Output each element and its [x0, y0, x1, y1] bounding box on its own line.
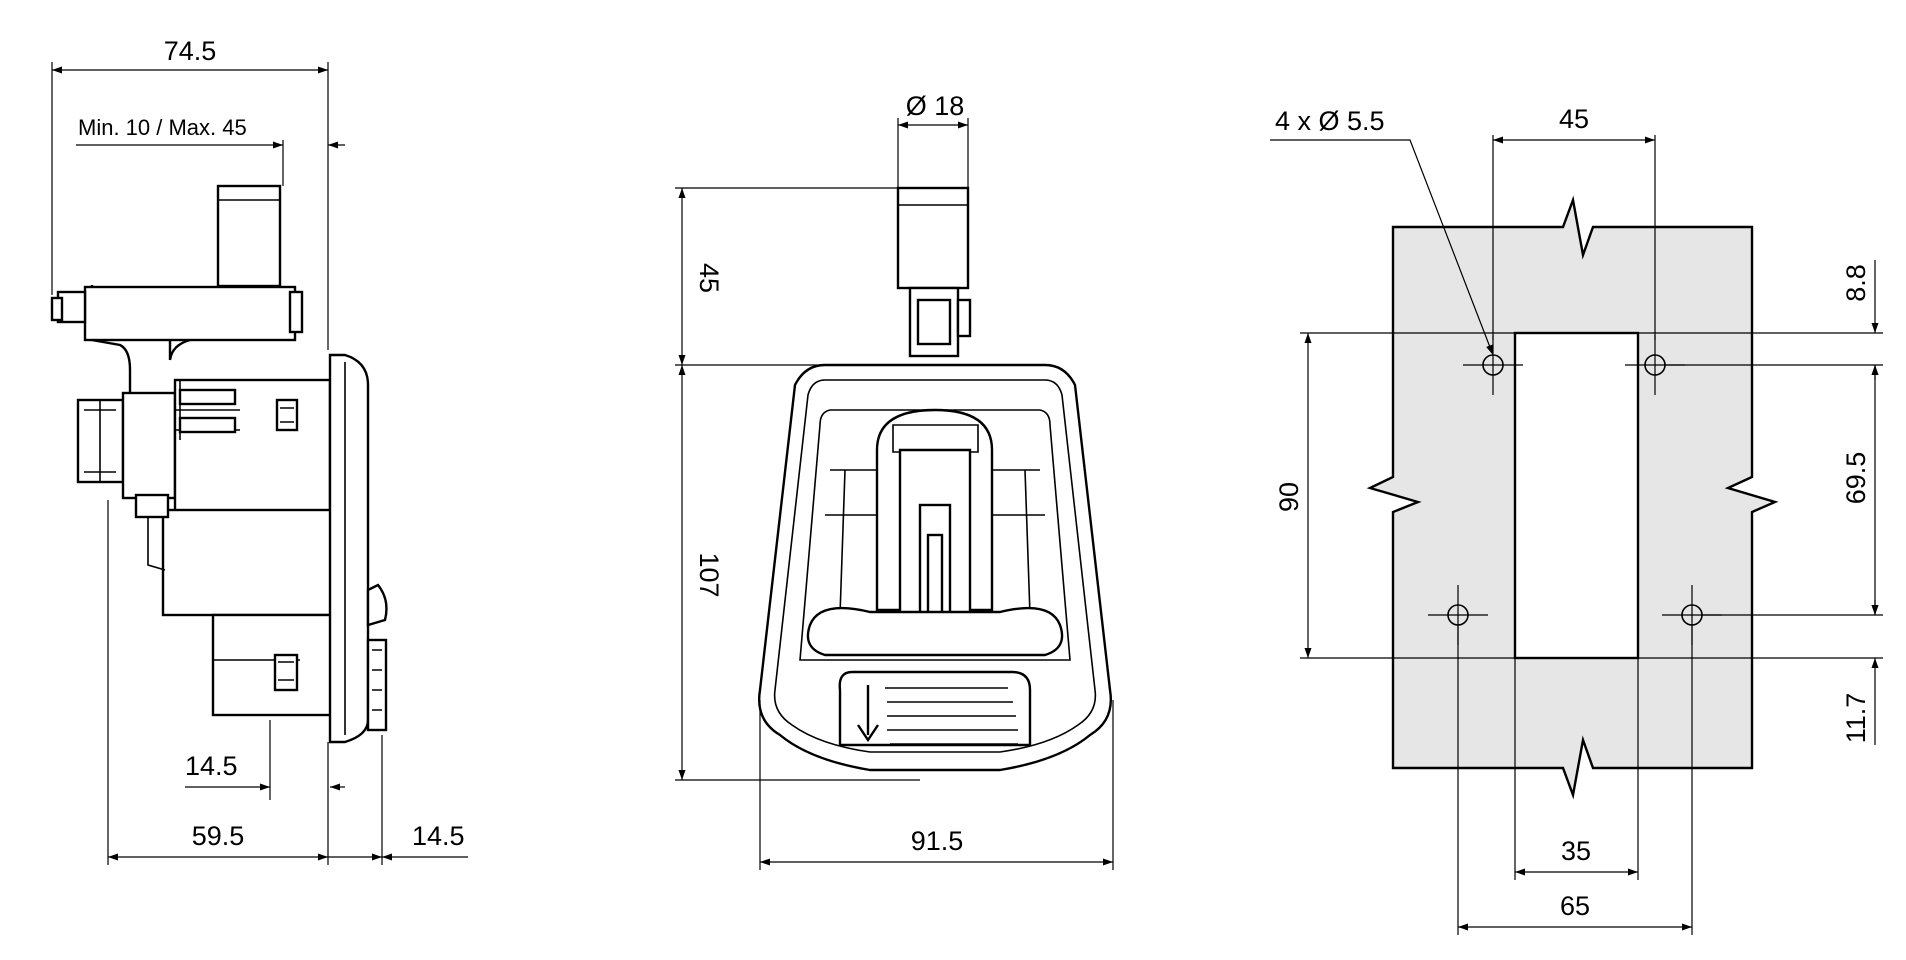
dim-hole-spacing-vertical: 69.5	[1841, 452, 1871, 505]
dim-top-offset: 8.8	[1841, 264, 1871, 302]
dim-cutout-width: 35	[1561, 836, 1591, 866]
dim-panel-range: Min. 10 / Max. 45	[78, 115, 247, 140]
dim-hole-spacing-top: 45	[1559, 104, 1589, 134]
dim-overall-height: 90	[1274, 482, 1304, 512]
dim-hole-spacing-bottom: 65	[1560, 891, 1590, 921]
dim-body-height: 107	[694, 552, 724, 597]
dim-front-projection: 14.5	[412, 821, 465, 851]
dim-body-depth: 59.5	[192, 821, 245, 851]
side-view-dimensions: 74.5 Min. 10 / Max. 45 14.5 59.5 14.5	[51, 36, 468, 865]
dim-lower-offset: 14.5	[185, 751, 238, 781]
side-view	[50, 184, 388, 744]
dim-key-diameter: Ø 18	[906, 91, 965, 121]
dim-overall-width: 74.5	[164, 36, 217, 66]
dim-bottom-offset: 11.7	[1841, 693, 1871, 744]
dim-body-width: 91.5	[911, 826, 964, 856]
cutout-view	[1366, 195, 1779, 800]
dim-top-height: 45	[694, 263, 724, 293]
front-view-dimensions: Ø 18 45 107 91.5	[675, 91, 1114, 870]
rectangular-cutout	[1513, 331, 1640, 660]
dim-hole-callout: 4 x Ø 5.5	[1275, 106, 1385, 136]
front-view	[758, 186, 1112, 772]
cutout-view-dimensions: 4 x Ø 5.5 45 8.8 90 69.5 11.7 35 65	[1270, 104, 1883, 935]
